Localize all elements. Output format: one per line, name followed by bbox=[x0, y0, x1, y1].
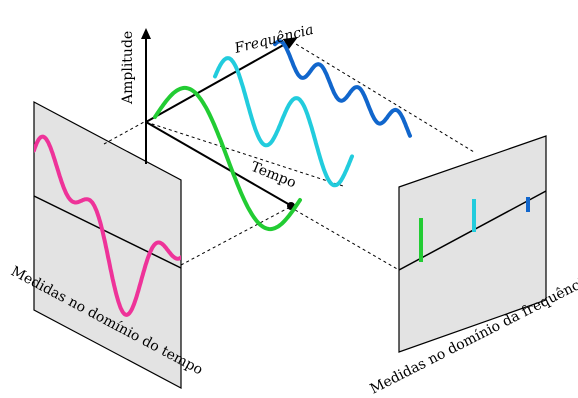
amplitude-label: Amplitude bbox=[120, 31, 136, 105]
projection-frequency-bottom bbox=[290, 207, 399, 270]
frequency-axis bbox=[146, 43, 287, 122]
frequency-label: Frequência bbox=[232, 22, 315, 57]
projection-time-axis bbox=[104, 122, 144, 144]
projection-time-bottom bbox=[181, 207, 290, 265]
wave-high-frequency bbox=[275, 41, 410, 136]
projection-frequency-top bbox=[291, 41, 474, 152]
amplitude-axis-arrowhead bbox=[141, 28, 151, 39]
